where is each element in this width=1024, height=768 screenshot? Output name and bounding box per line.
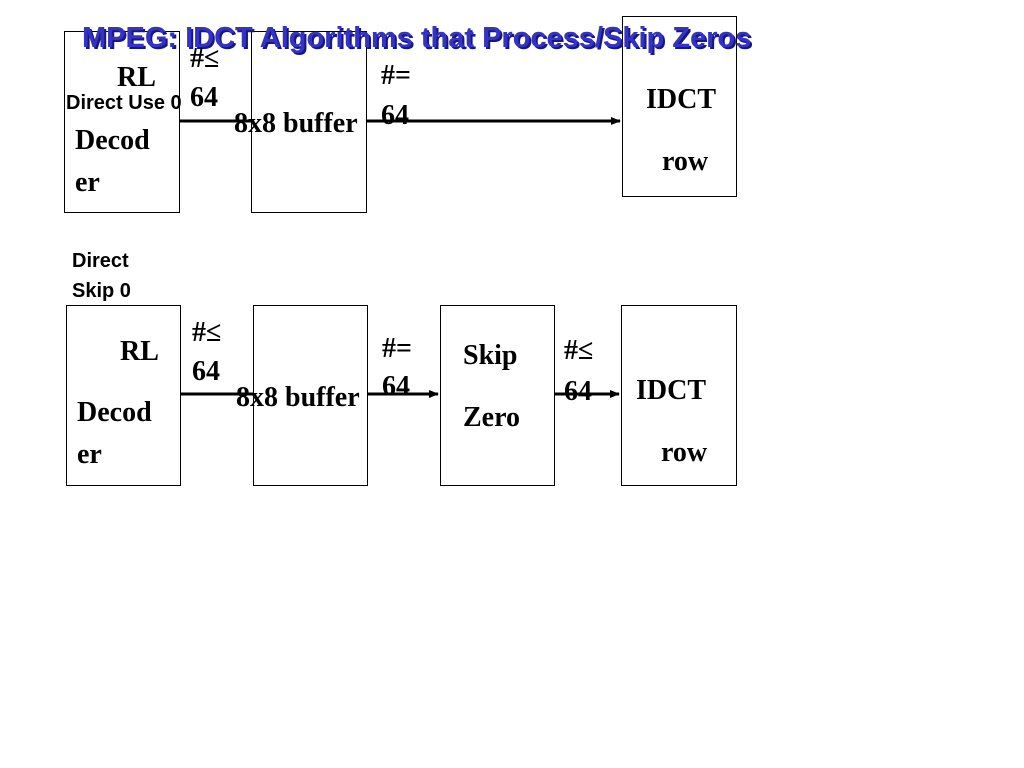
top-decoder-line2: Decod [75,125,150,156]
top-count-in-line2: 64 [190,82,218,113]
top-idct-line2: row [662,146,709,177]
bottom-count-out-line1: #≤ [564,335,594,366]
bottom-decoder-line2: Decod [77,397,152,428]
buffer-box-top [251,31,367,213]
top-buffer-label: 8x8 buffer [234,108,358,139]
bottom-buffer-label: 8x8 buffer [236,382,360,413]
skip-zero-box [440,305,555,486]
bottom-count-out-line2: 64 [564,376,592,407]
top-count-in-line1: #≤ [190,43,220,74]
top-count-out-line2: 64 [381,100,409,131]
top-decoder-line3: er [75,167,100,198]
bottom-pipeline-label-line2: Skip 0 [72,280,131,302]
top-idct-line1: IDCT [646,84,717,115]
bottom-count-in-line2: 64 [192,356,220,387]
slide-title: MPEG: IDCT Algorithms that Process/Skip … [82,22,752,54]
bottom-count-mid-line2: 64 [382,371,410,402]
rl-decoder-box-bottom [66,305,181,486]
idct-row-box-top [622,16,737,197]
top-decoder-line1: RL [117,62,156,93]
top-count-out-line1: #= [381,60,411,91]
rl-decoder-box-top [64,31,180,213]
bottom-idct-line2: row [661,437,708,468]
bottom-idct-line1: IDCT [636,375,707,406]
bottom-decoder-line1: RL [120,336,159,367]
bottom-count-mid-line1: #= [382,333,412,364]
bottom-count-in-line1: #≤ [192,317,222,348]
top-pipeline-label: Direct Use 0 [66,92,182,114]
skip-zero-line2: Zero [463,402,521,433]
skip-zero-line1: Skip [463,340,518,371]
bottom-decoder-line3: er [77,439,102,470]
idct-row-box-bottom [621,305,737,486]
buffer-box-bottom [253,305,368,486]
bottom-pipeline-label-line1: Direct [72,250,129,272]
